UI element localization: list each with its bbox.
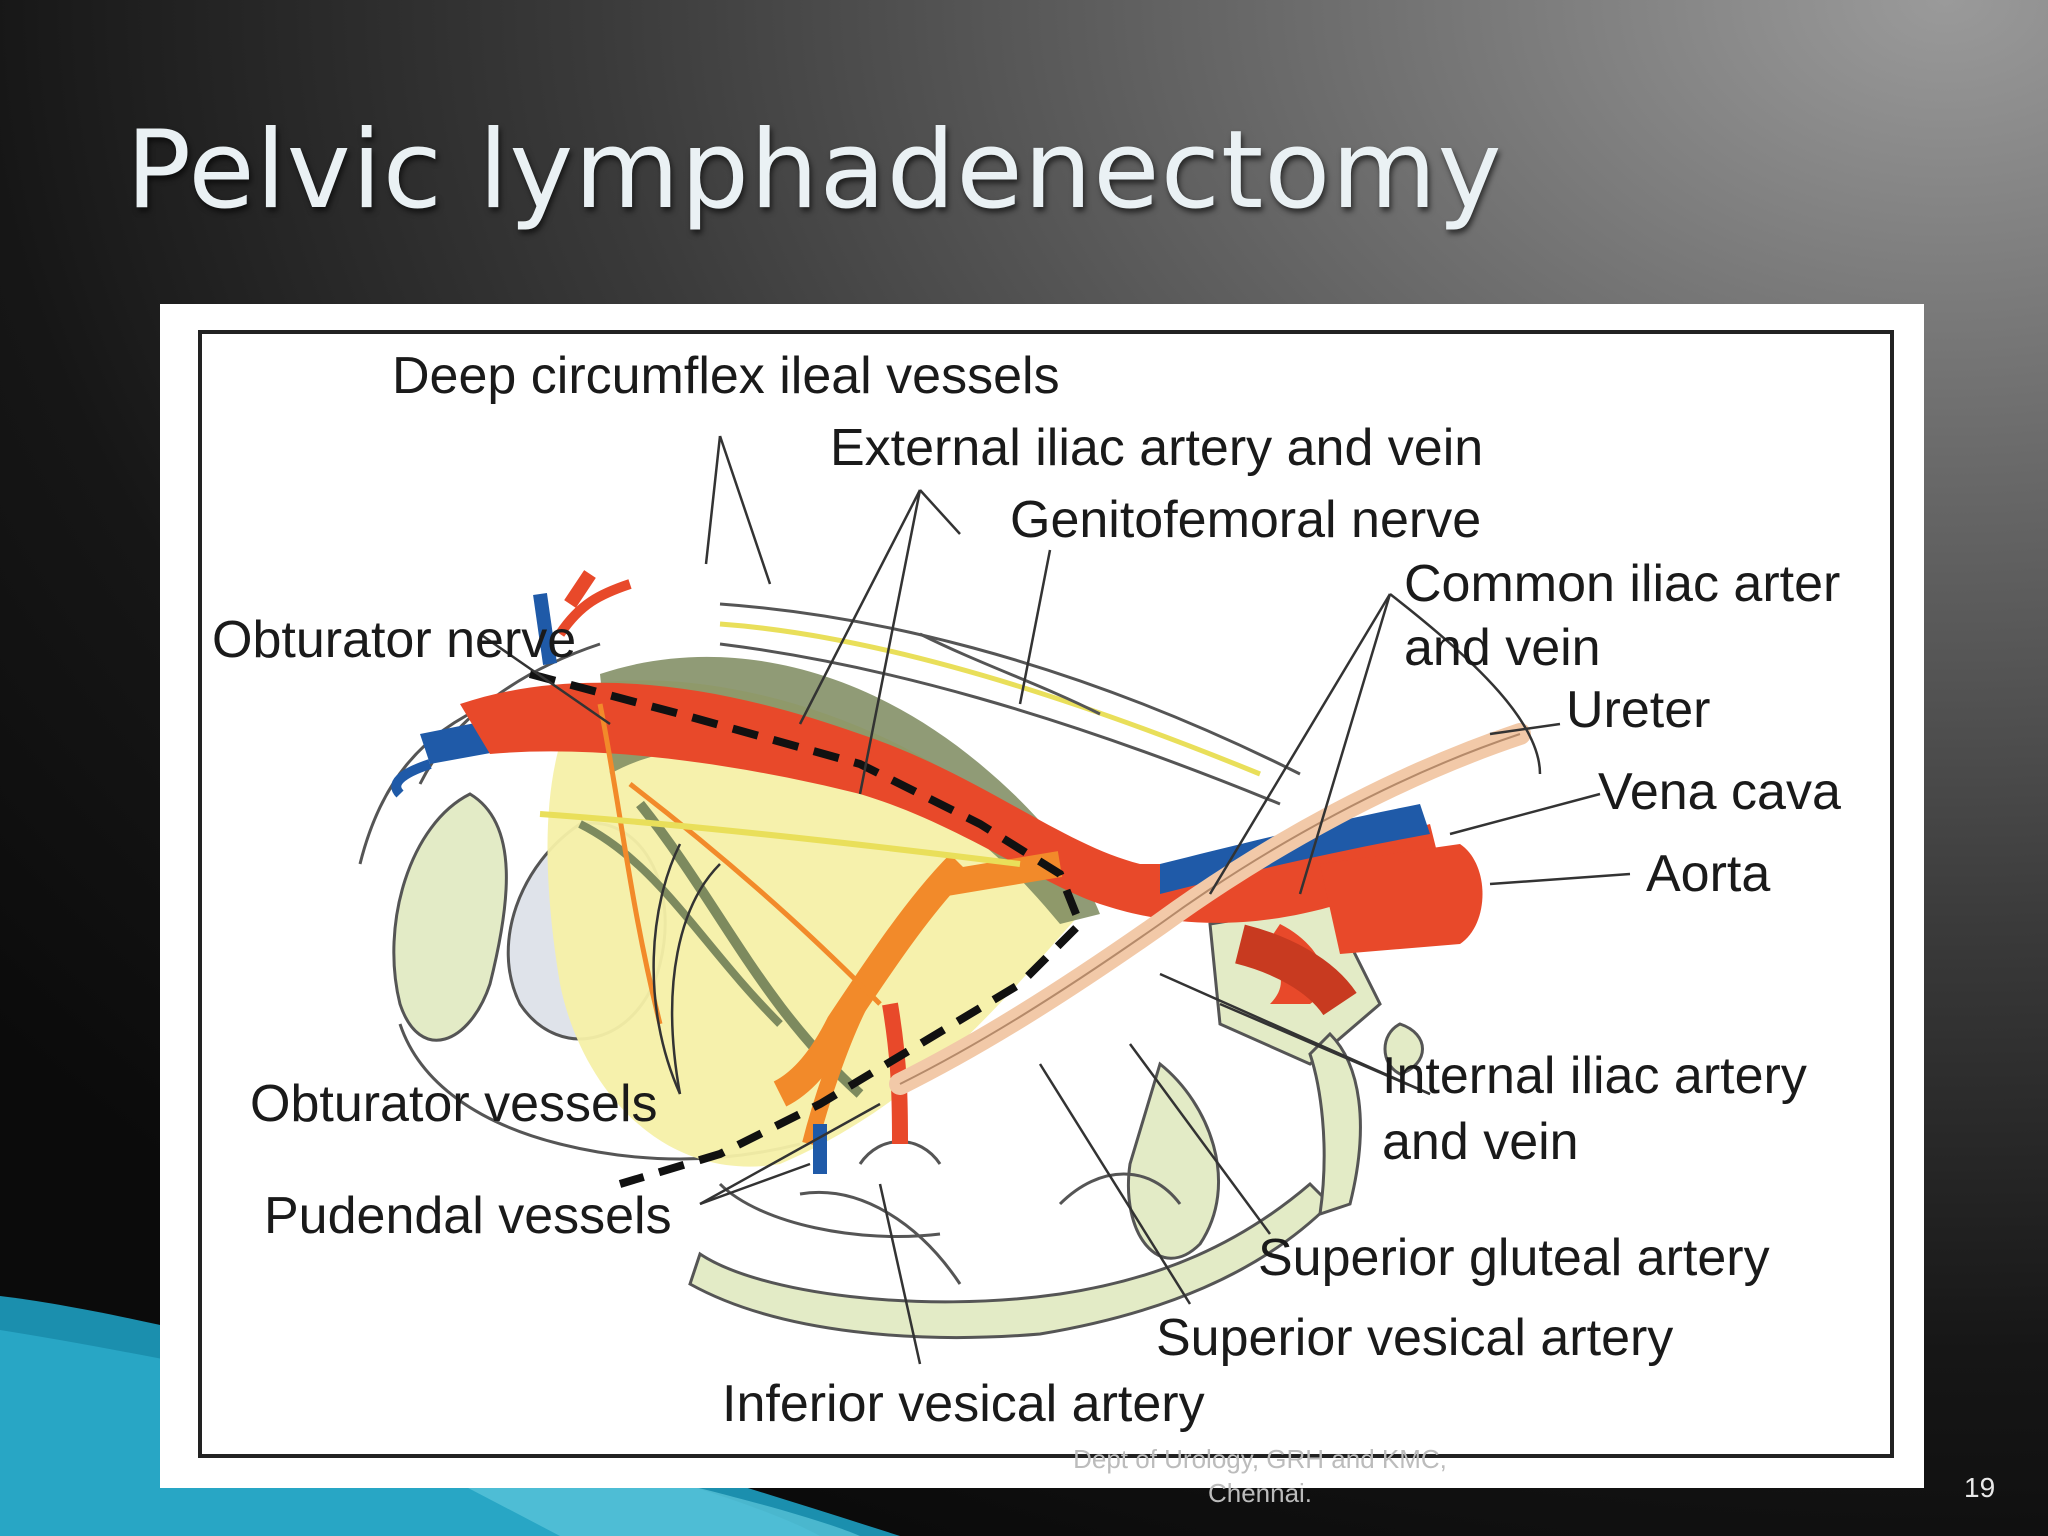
figure-border <box>198 330 1894 1458</box>
aorta <box>1320 844 1483 954</box>
slide-number: 19 <box>1964 1472 1996 1503</box>
label-pudendal-vessels: Pudendal vessels <box>264 1187 672 1245</box>
obturator-nerve <box>539 811 1021 867</box>
label-superior-gluteal-artery: Superior gluteal artery <box>1258 1229 1770 1287</box>
label-obturator-vessels: Obturator vessels <box>250 1075 658 1133</box>
label-genitofemoral-nerve: Genitofemoral nerve <box>1010 491 1482 549</box>
label-aorta: Aorta <box>1646 845 1771 903</box>
label-common-iliac-line1: Common iliac arter <box>1404 555 1841 613</box>
label-internal-iliac-line1: Internal iliac artery <box>1382 1047 1807 1105</box>
label-superior-vesical-artery: Superior vesical artery <box>1156 1309 1674 1367</box>
label-external-iliac-artery-vein: External iliac artery and vein <box>830 419 1484 477</box>
pelvic-anatomy-diagram <box>198 330 1894 1458</box>
genitofemoral-nerve <box>719 621 1261 777</box>
leader-lines <box>479 435 1631 1365</box>
anatomy-figure-panel: Deep circumflex ileal vessels External i… <box>160 304 1924 1488</box>
label-inferior-vesical-artery: Inferior vesical artery <box>722 1375 1205 1433</box>
label-ureter: Ureter <box>1566 681 1711 739</box>
dissection-boundary <box>528 670 1085 1188</box>
label-deep-circumflex-ileal-vessels: Deep circumflex ileal vessels <box>392 347 1060 405</box>
footer-text: Dept of Urology, GRH and KMC, Chennai. <box>1073 1444 1447 1508</box>
label-obturator-nerve: Obturator nerve <box>212 611 577 669</box>
label-internal-iliac-line2: and vein <box>1382 1113 1579 1171</box>
external-iliac-artery <box>460 682 1440 923</box>
slide-title: Pelvic lymphadenectomy <box>126 108 1503 233</box>
label-vena-cava: Vena cava <box>1598 763 1841 821</box>
label-common-iliac-line2: and vein <box>1404 619 1601 677</box>
